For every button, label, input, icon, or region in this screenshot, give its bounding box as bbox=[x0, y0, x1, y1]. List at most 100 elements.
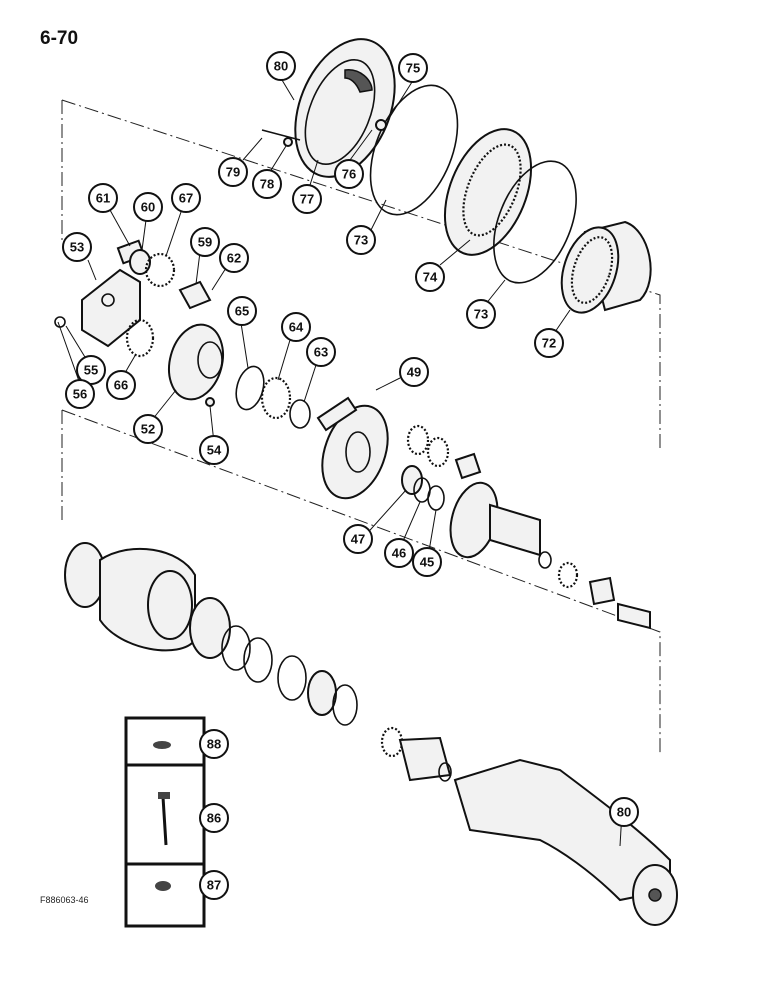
callout-65: 65 bbox=[227, 296, 257, 326]
bearing-lower bbox=[189, 597, 231, 659]
callout-45: 45 bbox=[412, 547, 442, 577]
planet-gears bbox=[406, 424, 482, 480]
alignment-lines bbox=[61, 99, 661, 755]
callout-66: 66 bbox=[106, 370, 136, 400]
callout-53: 53 bbox=[62, 232, 92, 262]
ring-63 bbox=[289, 399, 311, 429]
hub-flange bbox=[449, 481, 541, 559]
axle-housing bbox=[453, 758, 678, 926]
ring-gear-72 bbox=[560, 220, 652, 314]
spline-66 bbox=[125, 318, 155, 358]
svg-text:87: 87 bbox=[207, 878, 221, 893]
ring-45 bbox=[427, 485, 445, 511]
svg-text:66: 66 bbox=[114, 378, 128, 393]
svg-text:47: 47 bbox=[351, 532, 365, 547]
gasket-73-upper bbox=[369, 84, 459, 216]
snap-ring-65 bbox=[235, 365, 265, 411]
svg-text:72: 72 bbox=[542, 336, 556, 351]
svg-text:46: 46 bbox=[392, 546, 406, 561]
svg-text:65: 65 bbox=[235, 304, 249, 319]
callout-76: 76 bbox=[334, 159, 364, 189]
svg-text:80: 80 bbox=[617, 805, 631, 820]
svg-text:53: 53 bbox=[70, 240, 84, 255]
callout-78: 78 bbox=[252, 169, 282, 199]
nut-87-icon bbox=[155, 881, 171, 891]
callout-46: 46 bbox=[384, 538, 414, 568]
ring-lower-1 bbox=[221, 625, 251, 671]
planet-carrier bbox=[316, 396, 389, 500]
svg-text:62: 62 bbox=[227, 251, 241, 266]
callout-47: 47 bbox=[343, 524, 373, 554]
callout-80-top: 80 bbox=[266, 51, 296, 81]
callout-54: 54 bbox=[199, 435, 229, 465]
svg-text:88: 88 bbox=[207, 737, 221, 752]
callout-59: 59 bbox=[190, 227, 220, 257]
bolt-79 bbox=[261, 129, 301, 147]
svg-text:75: 75 bbox=[406, 61, 420, 76]
ring-lower-3 bbox=[277, 655, 307, 701]
callout-74: 74 bbox=[415, 262, 445, 292]
callout-72: 72 bbox=[534, 328, 564, 358]
svg-text:74: 74 bbox=[423, 270, 438, 285]
callout-63: 63 bbox=[306, 337, 336, 367]
callout-64: 64 bbox=[281, 312, 311, 342]
callout-73-lower: 73 bbox=[466, 299, 496, 329]
bearing-64 bbox=[260, 376, 292, 420]
sun-gear bbox=[557, 561, 579, 589]
callout-79: 79 bbox=[218, 157, 248, 187]
svg-text:79: 79 bbox=[226, 165, 240, 180]
svg-text:59: 59 bbox=[198, 235, 212, 250]
seal-lower bbox=[332, 684, 358, 726]
svg-text:67: 67 bbox=[179, 191, 193, 206]
bearing-47 bbox=[401, 465, 423, 495]
callout-49: 49 bbox=[399, 357, 429, 387]
flange-52 bbox=[168, 323, 224, 401]
callout-88: 88 bbox=[199, 729, 229, 759]
callout-67: 67 bbox=[171, 183, 201, 213]
callout-52: 52 bbox=[133, 414, 163, 444]
svg-text:76: 76 bbox=[342, 167, 356, 182]
washer-76 bbox=[375, 119, 387, 131]
page-number: 6-70 bbox=[40, 28, 79, 49]
shaft-piece bbox=[588, 576, 616, 606]
gear-67 bbox=[144, 252, 176, 288]
washer-88-icon bbox=[153, 741, 171, 749]
bearing-lower-2 bbox=[307, 670, 337, 716]
svg-text:55: 55 bbox=[84, 363, 98, 378]
svg-text:45: 45 bbox=[420, 555, 434, 570]
callout-86: 86 bbox=[199, 803, 229, 833]
svg-text:61: 61 bbox=[96, 191, 110, 206]
callout-80-bottom: 80 bbox=[609, 797, 639, 827]
nut-56 bbox=[54, 316, 66, 328]
svg-text:73: 73 bbox=[474, 307, 488, 322]
svg-text:56: 56 bbox=[73, 387, 87, 402]
svg-text:49: 49 bbox=[407, 365, 421, 380]
callout-77: 77 bbox=[292, 184, 322, 214]
callout-55: 55 bbox=[76, 355, 106, 385]
svg-text:77: 77 bbox=[300, 192, 314, 207]
wheel-hub-housing bbox=[64, 542, 196, 652]
washer-right bbox=[538, 551, 552, 569]
hardware-inset bbox=[124, 716, 206, 928]
svg-text:63: 63 bbox=[314, 345, 328, 360]
svg-text:64: 64 bbox=[289, 320, 304, 335]
svg-text:60: 60 bbox=[141, 200, 155, 215]
svg-text:52: 52 bbox=[141, 422, 155, 437]
figure-code: F886063-46 bbox=[40, 895, 89, 905]
bolt-54 bbox=[205, 397, 215, 407]
callout-56: 56 bbox=[65, 379, 95, 409]
svg-text:78: 78 bbox=[260, 177, 274, 192]
callout-62: 62 bbox=[219, 243, 249, 273]
callout-61: 61 bbox=[88, 183, 118, 213]
svg-text:80: 80 bbox=[274, 59, 288, 74]
callout-60: 60 bbox=[133, 192, 163, 222]
svg-text:86: 86 bbox=[207, 811, 221, 826]
oring-spindle bbox=[438, 762, 452, 782]
ring-lower-2 bbox=[243, 637, 273, 683]
callout-87: 87 bbox=[199, 870, 229, 900]
bracket-53 bbox=[81, 268, 141, 348]
callout-73-upper: 73 bbox=[346, 225, 376, 255]
pin-59 bbox=[178, 280, 212, 310]
svg-text:54: 54 bbox=[207, 443, 222, 458]
